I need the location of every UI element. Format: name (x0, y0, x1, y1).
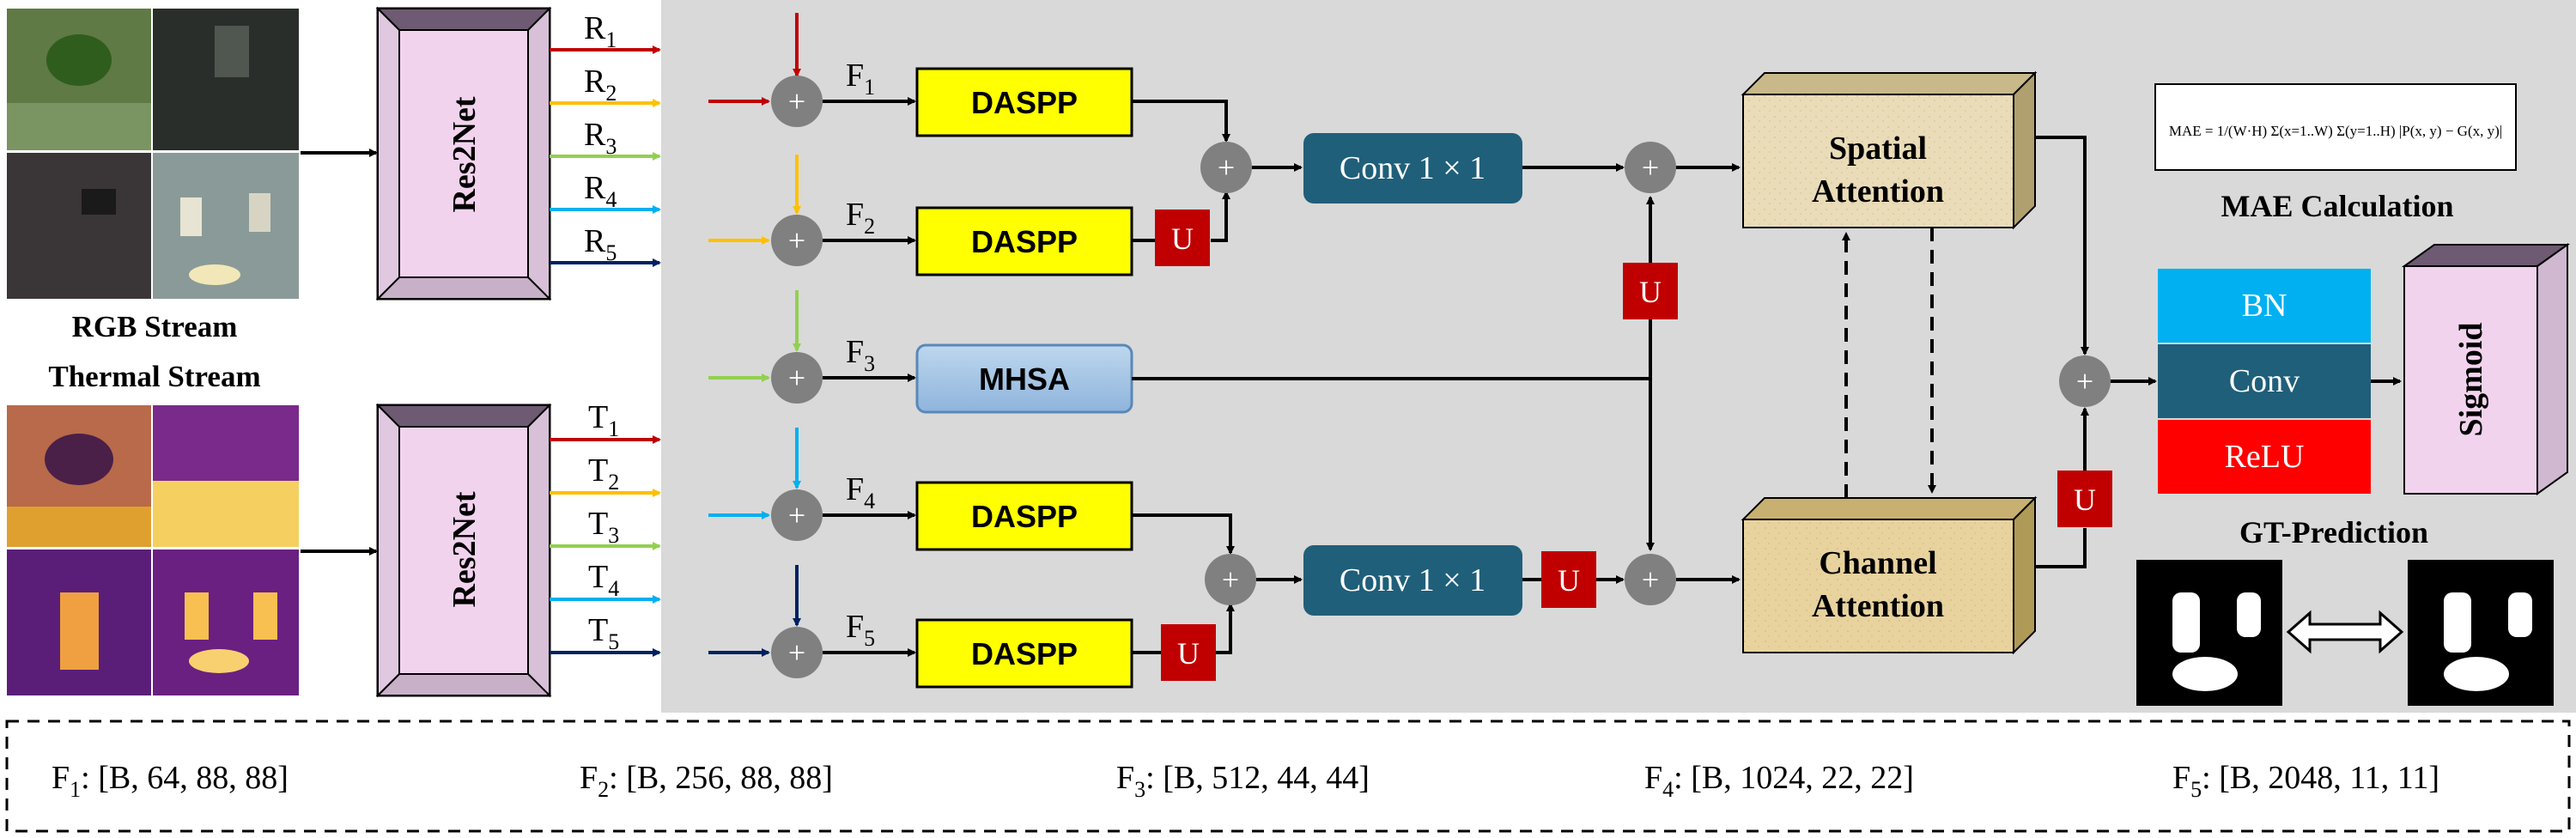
plus-merge-bottom (1205, 554, 1256, 605)
upsample-bottom-left (1161, 624, 1216, 681)
mhsa-output-lines (1132, 196, 1655, 551)
t3-label: T3 (588, 506, 619, 548)
conv-bottom-label: Conv 1 × 1 (1340, 562, 1485, 598)
shape-f3: F3: [B, 512, 44, 44] (1116, 760, 1370, 802)
upsample-bottom-right (1541, 551, 1596, 608)
plus-merge-bottom-label: + (1222, 562, 1239, 597)
mae-caption: MAE Calculation (2221, 189, 2453, 223)
fusion-input-arrows (708, 13, 801, 657)
conv-head-box (2158, 344, 2371, 418)
plus-f5: + (788, 635, 805, 670)
r3-label: R3 (584, 117, 617, 159)
plus-merge-top (1200, 142, 1252, 193)
plus-f3: + (788, 361, 805, 395)
mhsa-label: MHSA (979, 361, 1070, 397)
r2-label: R2 (584, 64, 617, 106)
shape-f5: F5: [B, 2048, 11, 11] (2172, 760, 2439, 802)
upsample-top-left-label: U (1171, 222, 1194, 256)
plus-f1: + (788, 84, 805, 118)
mae-formula-box (2154, 83, 2517, 171)
upsample-channel-out (2057, 471, 2112, 527)
thermal-stream-label: Thermal Stream (48, 360, 260, 393)
plus-merge-top-label: + (1218, 150, 1235, 185)
shape-f2: F2: [B, 256, 88, 88] (580, 760, 833, 802)
r1-label: R1 (584, 10, 617, 52)
daspp-box-4 (915, 481, 1133, 551)
shapes-legend-box (5, 720, 2571, 833)
rgb-output-arrows (550, 46, 661, 267)
plus-final (2059, 355, 2111, 407)
conv-head-label: Conv (2229, 363, 2300, 399)
attention-output-arrows (2035, 136, 2089, 568)
conv-bottom-box (1303, 545, 1522, 616)
thermal-output-arrows (550, 435, 661, 657)
plus-final-label: + (2076, 364, 2093, 398)
daspp-box-5 (915, 618, 1133, 689)
gt-mask-image (2136, 560, 2282, 706)
upsample-bottom-left-label: U (1177, 636, 1200, 671)
upsample-mhsa (1623, 263, 1678, 319)
plus-channel-in-label: + (1642, 562, 1659, 597)
upsample-top-left (1155, 210, 1210, 266)
thermal-image-grid (7, 405, 299, 695)
sigmoid-label: Sigmoid (2453, 322, 2489, 436)
channel-attention-line1: Channel (1819, 545, 1936, 581)
spatial-attention-line1: Spatial (1829, 131, 1927, 167)
double-arrow-icon (2286, 610, 2404, 654)
daspp-label-2: DASPP (971, 224, 1078, 259)
f3-label: F3 (846, 334, 875, 376)
upsample-bottom-right-label: U (1558, 563, 1580, 598)
res2net-thermal-block (375, 403, 552, 698)
shape-f1: F1: [B, 64, 88, 88] (52, 760, 289, 802)
bn-label: BN (2242, 288, 2287, 324)
t5-label: T5 (588, 612, 619, 654)
res2net-rgb-block (375, 6, 552, 301)
relu-label: ReLU (2225, 439, 2305, 475)
f1-label: F1 (846, 58, 875, 100)
rgb-stream-label: RGB Stream (72, 310, 238, 343)
channel-attention-line2: Attention (1812, 588, 1944, 624)
conv-top-label: Conv 1 × 1 (1340, 150, 1485, 186)
res2net-thermal-label: Res2Net (447, 491, 483, 607)
t1-label: T1 (588, 399, 619, 441)
plus-channel-in (1625, 554, 1676, 605)
daspp-label-4: DASPP (971, 499, 1078, 534)
f4-label: F4 (846, 471, 875, 513)
r4-label: R4 (584, 170, 617, 212)
upsample-channel-out-label: U (2074, 483, 2096, 517)
shape-f4: F4: [B, 1024, 22, 22] (1644, 760, 1914, 802)
mae-formula: MAE = 1/(W·H) Σ(x=1..W) Σ(y=1..H) |P(x, … (2169, 123, 2502, 139)
bottom-merge-arrows (1132, 513, 1235, 654)
plus-f2: + (788, 223, 805, 258)
plus-spatial-in-label: + (1642, 150, 1659, 185)
bn-box (2158, 269, 2371, 343)
sigmoid-block (2401, 243, 2571, 495)
rgb-image-grid (7, 9, 299, 299)
spatial-attention-block (1741, 70, 2038, 230)
r5-label: R5 (584, 223, 617, 265)
prediction-mask-image (2408, 560, 2554, 706)
res2net-rgb-label: Res2Net (447, 96, 483, 212)
t4-label: T4 (588, 559, 619, 601)
spatial-attention-line2: Attention (1812, 173, 1944, 210)
channel-attention-block (1741, 495, 2038, 655)
upsample-mhsa-label: U (1639, 275, 1662, 309)
fusion-plus-nodes (771, 76, 823, 678)
daspp-box-1 (915, 67, 1133, 137)
plus-f4: + (788, 498, 805, 532)
conv-top-box (1303, 133, 1522, 203)
fusion-to-module-arrows (823, 97, 916, 657)
relu-box (2158, 420, 2371, 494)
gt-prediction-label: GT-Prediction (2239, 515, 2428, 550)
plus-spatial-in (1625, 142, 1676, 193)
f5-label: F5 (846, 609, 875, 651)
top-merge-arrows (1132, 100, 1230, 242)
f2-label: F2 (846, 197, 875, 239)
daspp-label-1: DASPP (971, 85, 1078, 120)
daspp-label-5: DASPP (971, 636, 1078, 671)
t2-label: T2 (588, 452, 619, 495)
